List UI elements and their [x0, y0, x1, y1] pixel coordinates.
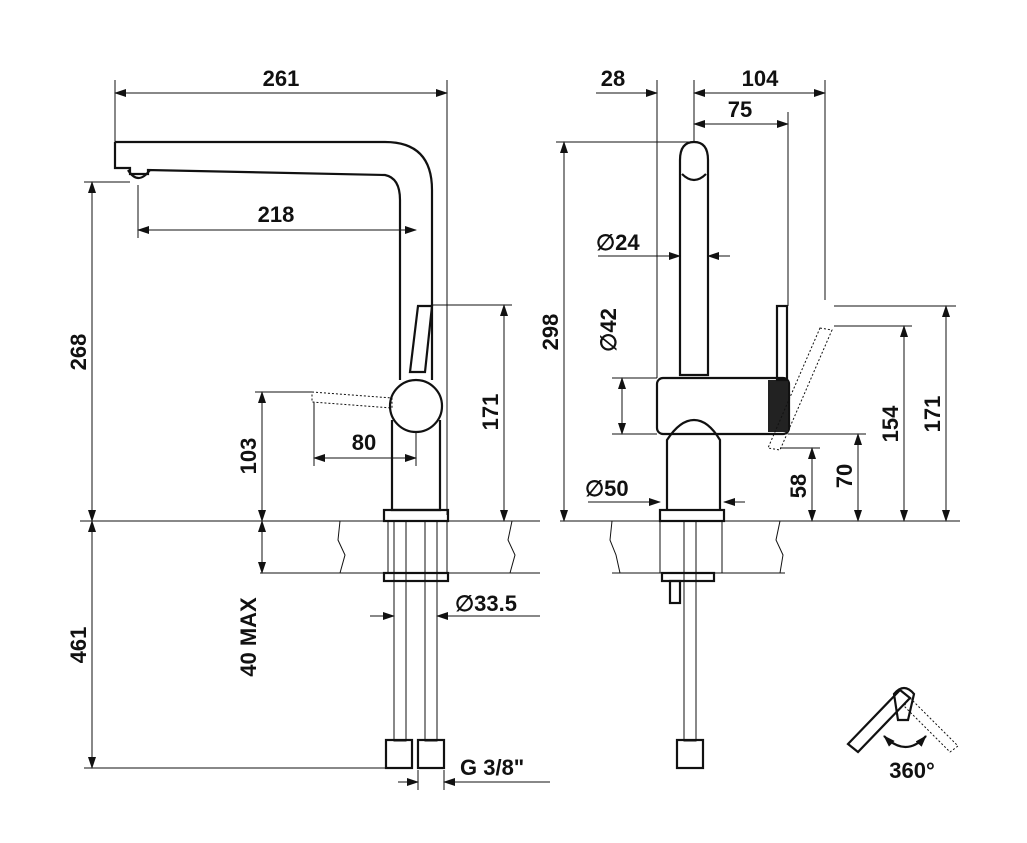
- front-view: 261 218 268 171 103 80 ∅33.5 461: [66, 66, 550, 790]
- front-lever: [408, 304, 434, 374]
- dim-70: 70: [832, 464, 857, 488]
- dim-80: 80: [352, 430, 376, 455]
- side-stud: [668, 579, 682, 605]
- side-neck: [665, 418, 722, 510]
- side-spout: [678, 140, 710, 377]
- dim-28: 28: [601, 66, 625, 91]
- front-lever-ghost: [311, 391, 393, 409]
- dim-base-50: ∅50: [585, 476, 629, 501]
- dim-75: 75: [728, 97, 752, 122]
- dim-58: 58: [786, 474, 811, 498]
- dim-103: 103: [236, 438, 261, 475]
- dim-spout-24: ∅24: [596, 230, 640, 255]
- front-hose-right: [424, 520, 438, 742]
- side-view: 28 104 75 298 ∅24 ∅42 ∅50 154 171 58 70: [538, 66, 960, 770]
- side-counter-hatch-right: [721, 520, 784, 574]
- dim-104: 104: [742, 66, 779, 91]
- dim-461: 461: [66, 627, 91, 664]
- side-base-ring: [658, 508, 726, 523]
- dim-40-max: 40 MAX: [236, 597, 261, 677]
- front-fitting-left: [384, 738, 414, 770]
- dim-154: 154: [878, 405, 903, 442]
- dim-298: 298: [538, 314, 563, 351]
- side-spout-band: [681, 173, 707, 182]
- dim-261: 261: [263, 66, 300, 91]
- side-fitting: [675, 738, 705, 770]
- rotation-360-icon: 360°: [846, 686, 959, 783]
- dim-268: 268: [66, 334, 91, 371]
- side-lever-ghost: [767, 327, 833, 451]
- side-body-cap: [768, 380, 788, 432]
- dim-body-42: ∅42: [596, 308, 621, 352]
- dim-171-side: 171: [920, 396, 945, 433]
- front-counter-hatch-right: [446, 520, 516, 574]
- front-base-ring: [382, 508, 450, 523]
- side-body: [655, 376, 791, 436]
- front-fitting-right: [416, 738, 446, 770]
- dim-hole-33-5: ∅33.5: [455, 591, 517, 616]
- front-nut: [382, 571, 450, 583]
- front-counter-hatch-left: [337, 520, 389, 574]
- dim-218: 218: [258, 202, 295, 227]
- rotation-label: 360°: [889, 758, 935, 783]
- dim-171-front: 171: [478, 394, 503, 431]
- side-lever: [775, 304, 789, 382]
- side-nut: [660, 571, 716, 583]
- dim-connection-g38: G 3/8": [460, 755, 524, 780]
- side-hose: [683, 520, 697, 742]
- front-spout: [113, 140, 434, 380]
- front-hose-left: [393, 520, 407, 742]
- front-aerator: [127, 169, 151, 180]
- side-counter-hatch-left: [609, 520, 661, 574]
- front-handle-hub: [388, 378, 444, 434]
